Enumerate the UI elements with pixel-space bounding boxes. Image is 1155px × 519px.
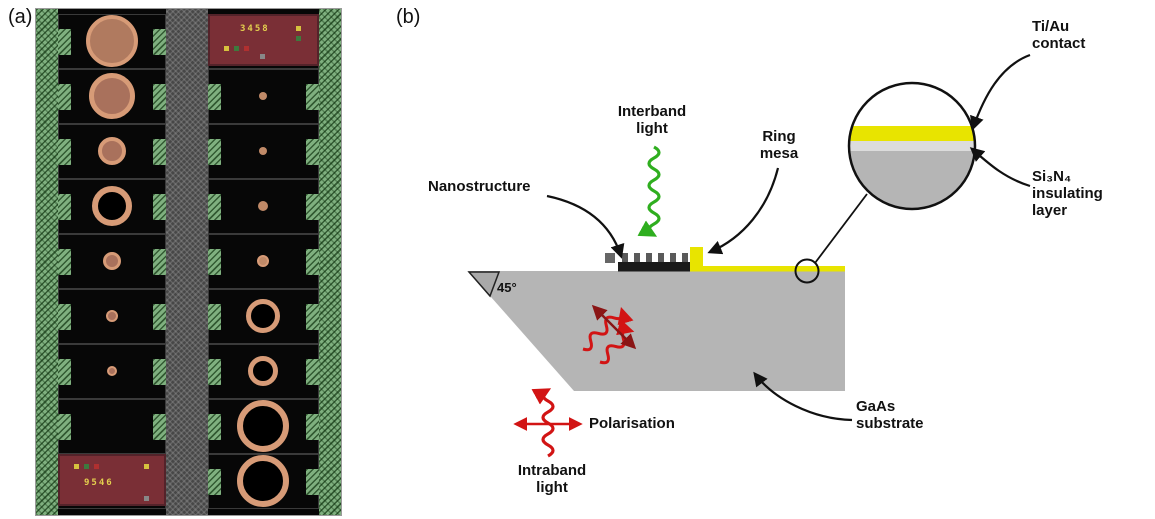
pad-mark	[296, 36, 301, 41]
ring-mesa-device	[98, 137, 126, 165]
pad-mark	[94, 464, 99, 469]
ring-mesa-device	[258, 201, 268, 211]
panel-a-label: (a)	[8, 6, 33, 28]
ring-mesa-device	[237, 400, 289, 452]
ring-mesa-device	[86, 15, 138, 67]
bond-pad	[153, 83, 166, 110]
gaas-layer-zoom	[849, 151, 975, 209]
bond-pad	[208, 358, 221, 385]
guard-ring-right	[319, 9, 341, 515]
internal-polarisation-arrow	[591, 304, 637, 350]
si3n4-layer-zoom	[849, 141, 975, 151]
ring-mesa-device	[107, 366, 117, 376]
ring-mesa-device	[237, 455, 289, 507]
bond-pad	[153, 193, 166, 220]
nanostructure-grating	[605, 253, 690, 272]
gaas-substrate-label: GaAs substrate	[856, 398, 924, 432]
ring-mesa-device	[257, 255, 269, 267]
bond-pad	[208, 193, 221, 220]
guard-ring-left	[36, 9, 58, 515]
test-structure-block-top: 3458	[208, 14, 319, 66]
bond-pad	[306, 248, 319, 275]
pad-mark	[244, 46, 249, 51]
bond-pad	[58, 83, 71, 110]
bond-pad	[58, 28, 71, 55]
bond-pad	[58, 138, 71, 165]
chip-id-text: 9546	[84, 478, 114, 488]
bond-pad	[153, 28, 166, 55]
bond-pad	[208, 413, 221, 440]
dicing-street	[166, 9, 208, 515]
bond-pad	[306, 138, 319, 165]
interband-light-wave	[637, 145, 661, 237]
ti-au-arrow	[970, 53, 1031, 131]
bond-pad	[58, 303, 71, 330]
ring-mesa-arrow	[707, 167, 780, 255]
bond-pad	[153, 248, 166, 275]
nanostructure-label: Nanostructure	[428, 178, 531, 195]
bond-pad	[58, 413, 71, 440]
bond-pad	[208, 303, 221, 330]
bond-pad	[306, 468, 319, 495]
pad-mark	[224, 46, 229, 51]
annotation-arrows	[546, 53, 1031, 422]
pad-mark	[144, 464, 149, 469]
bond-pad	[306, 193, 319, 220]
zoom-inset	[847, 81, 977, 211]
zoom-connector-line	[814, 193, 868, 264]
ring-mesa-device	[246, 299, 280, 333]
intraband-light-label: Intraband light	[517, 462, 587, 496]
angle-45-label: 45°	[497, 280, 517, 295]
ring-mesa-device	[89, 73, 135, 119]
zoom-target-circle	[794, 258, 820, 284]
chip-id-text: 3458	[240, 24, 270, 34]
ring-mesa-device	[259, 92, 267, 100]
pad-mark	[84, 464, 89, 469]
pad-mark	[260, 54, 265, 59]
ti-au-layer-zoom	[849, 126, 975, 141]
pad-mark	[144, 496, 149, 501]
bond-pad	[58, 358, 71, 385]
si3n4-arrow	[969, 147, 1031, 188]
ring-mesa-label: Ring mesa	[759, 128, 799, 162]
interband-light-label: Interband light	[617, 103, 687, 137]
bond-pad	[58, 193, 71, 220]
bond-pad	[306, 83, 319, 110]
bond-pad	[306, 303, 319, 330]
bond-pad	[306, 413, 319, 440]
pad-mark	[296, 26, 301, 31]
bond-pad	[306, 358, 319, 385]
ti-au-contact-label: Ti/Au contact	[1032, 18, 1086, 52]
ring-mesa-contact	[690, 247, 703, 272]
bond-pad	[208, 248, 221, 275]
pad-mark	[234, 46, 239, 51]
bond-pad	[208, 468, 221, 495]
bond-pad	[153, 358, 166, 385]
gaas-arrow	[753, 371, 853, 422]
polarisation-label: Polarisation	[589, 415, 675, 432]
panel-b-label: (b)	[396, 6, 421, 28]
ring-mesa-device	[106, 310, 118, 322]
gaas-substrate-body	[468, 271, 845, 391]
ring-mesa-device	[103, 252, 121, 270]
pad-mark	[74, 464, 79, 469]
bond-pad	[153, 413, 166, 440]
bond-pad	[208, 83, 221, 110]
bond-pad	[153, 138, 166, 165]
bond-pad	[58, 248, 71, 275]
ring-mesa-device	[92, 186, 132, 226]
bond-pad	[208, 138, 221, 165]
nanostructure-arrow	[546, 194, 625, 259]
ti-au-surface-layer	[697, 266, 845, 272]
chip-micrograph: 3458 9546	[35, 8, 342, 516]
ring-mesa-device	[248, 356, 278, 386]
internal-light-waves	[582, 304, 637, 365]
test-structure-block-bottom: 9546	[58, 454, 166, 506]
ring-mesa-device	[259, 147, 267, 155]
angle-wedge	[467, 271, 501, 298]
bond-pad	[153, 303, 166, 330]
si3n4-insulating-layer-label: Si₃N₄ insulating layer	[1032, 168, 1103, 219]
